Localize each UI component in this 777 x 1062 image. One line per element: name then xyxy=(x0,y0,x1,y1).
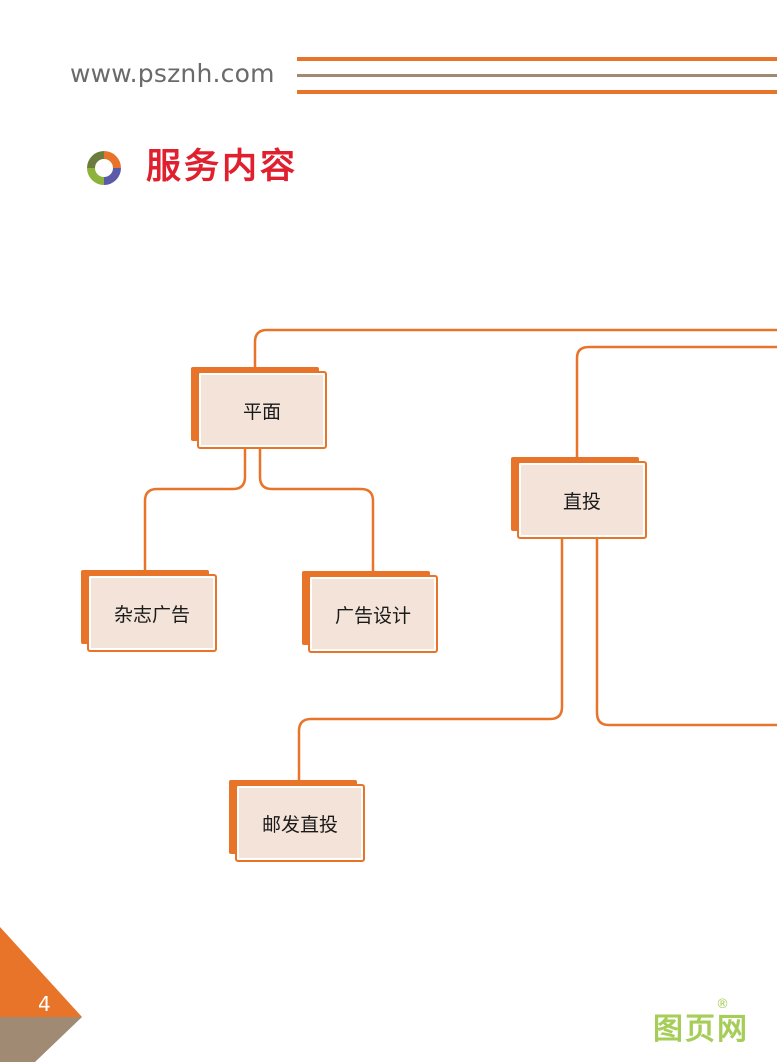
site-url[interactable]: www.psznh.com xyxy=(70,59,275,88)
node-magazine-ad[interactable]: 杂志广告 xyxy=(81,570,217,652)
node-direct-box: 直投 xyxy=(517,461,647,539)
watermark-logo: 图页网 xyxy=(653,1012,749,1047)
connector-print-design xyxy=(258,449,375,572)
node-print-box: 平面 xyxy=(197,371,327,449)
page-corner-decoration xyxy=(0,927,82,1062)
connector-print-magazine xyxy=(143,449,247,572)
node-print[interactable]: 平面 xyxy=(191,367,327,449)
header-rule-top xyxy=(297,57,777,61)
node-ad-design-label: 广告设计 xyxy=(334,604,411,627)
connector-direct-mail xyxy=(297,538,564,781)
connector-direct-right xyxy=(595,538,777,727)
section-title: 服务内容 xyxy=(146,147,299,187)
header-rule-bottom xyxy=(297,90,777,94)
header-rule-middle xyxy=(297,74,777,77)
node-print-label: 平面 xyxy=(242,400,281,423)
node-mail-direct[interactable]: 邮发直投 xyxy=(229,780,365,862)
node-mail-direct-box: 邮发直投 xyxy=(235,784,365,862)
page-number: 4 xyxy=(38,992,51,1016)
node-ad-design-box: 广告设计 xyxy=(308,575,438,653)
node-ad-design[interactable]: 广告设计 xyxy=(302,571,438,653)
node-magazine-ad-label: 杂志广告 xyxy=(113,603,190,626)
connector-print-top xyxy=(253,328,777,370)
node-direct[interactable]: 直投 xyxy=(511,457,647,539)
node-magazine-ad-box: 杂志广告 xyxy=(87,574,217,652)
node-direct-label: 直投 xyxy=(562,490,601,513)
node-mail-direct-label: 邮发直投 xyxy=(261,813,338,836)
ring-icon xyxy=(87,151,121,185)
connector-direct-top xyxy=(575,345,777,459)
watermark-registered-mark: ® xyxy=(716,997,729,1012)
